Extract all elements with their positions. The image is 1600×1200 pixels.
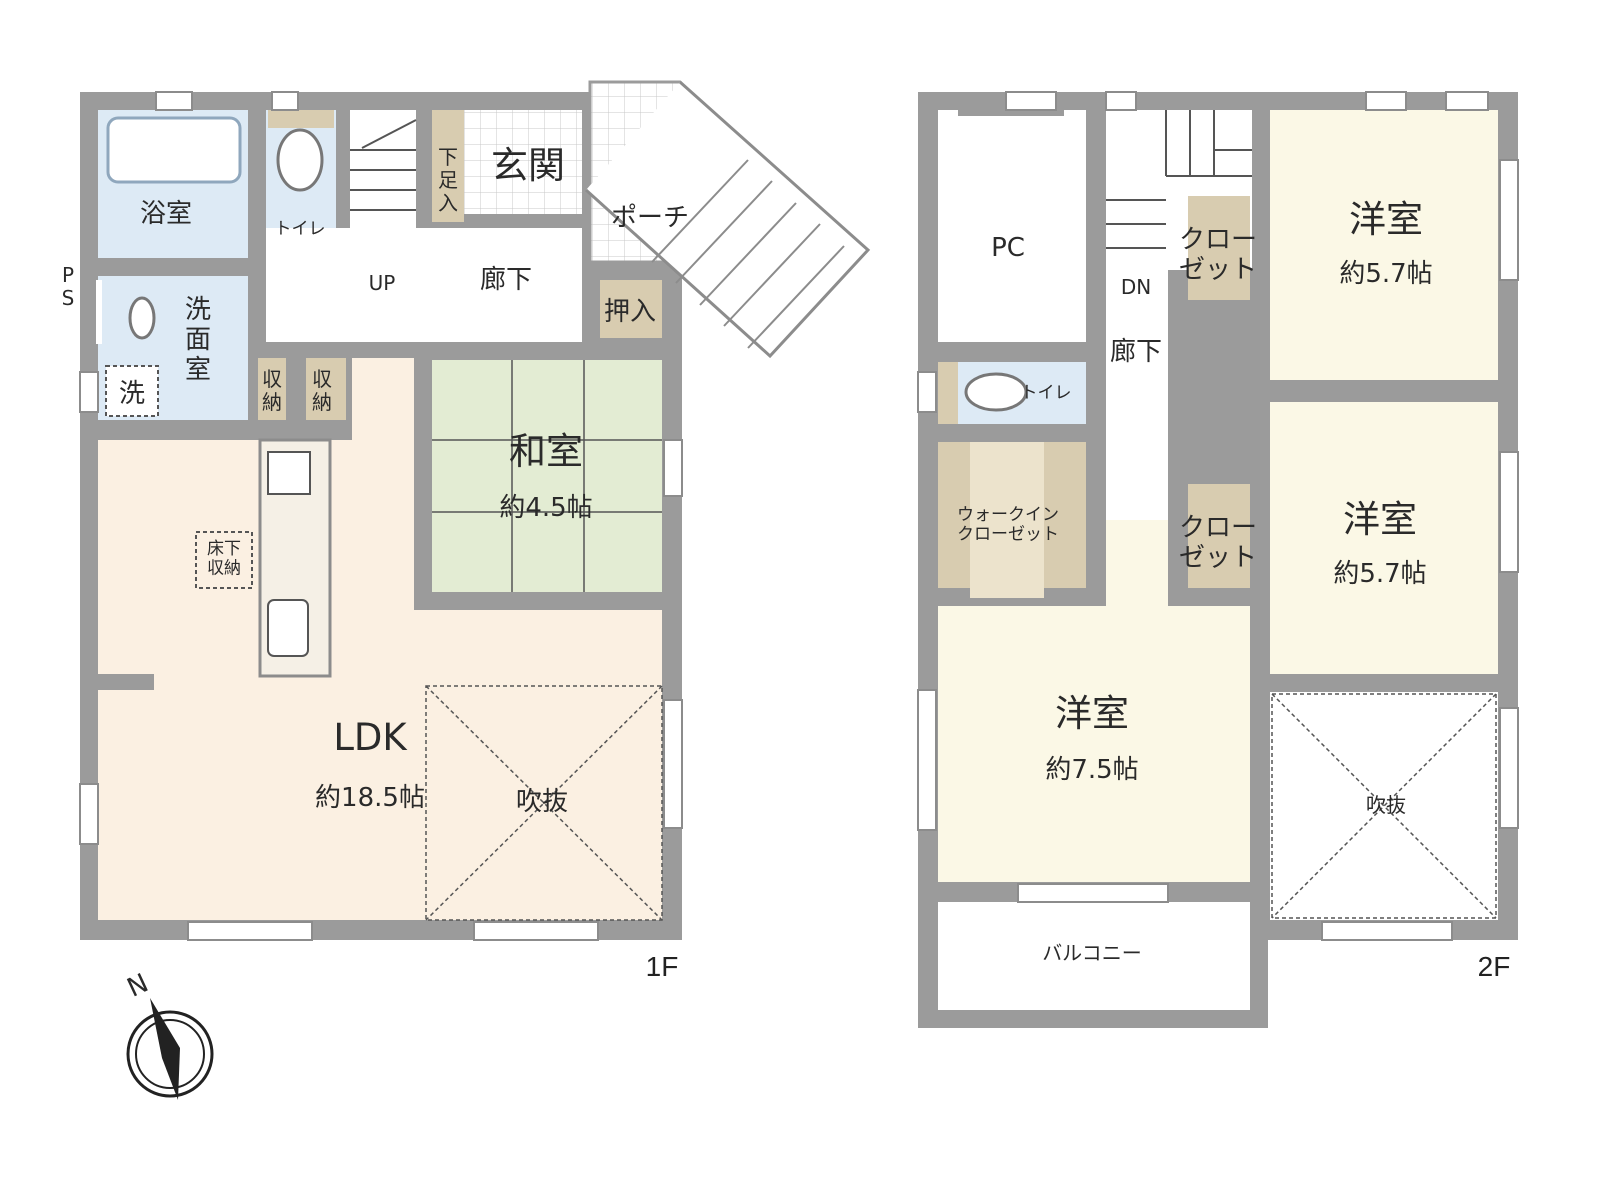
void-1f-cross-a xyxy=(425,685,663,921)
bedroom-a xyxy=(1270,110,1498,380)
ldk-name: LDK xyxy=(333,716,408,759)
shoe-storage-label: 下足入 xyxy=(438,145,458,215)
underfloor-storage xyxy=(195,531,253,589)
void-2f-label: 吹抜 xyxy=(1366,793,1406,817)
toilet-2f-label: トイレ xyxy=(1021,383,1072,403)
porch-steps xyxy=(584,80,871,359)
floor-1-label: 1F xyxy=(646,951,679,982)
walkin-label: ウォークインクローゼット xyxy=(957,505,1059,545)
storage-1-label: 収納 xyxy=(262,367,282,414)
closet-a-label: クローゼット xyxy=(1179,225,1257,285)
ps-shaft xyxy=(96,280,102,344)
porch-label: ポーチ xyxy=(611,203,689,233)
storage-2-label: 収納 xyxy=(312,367,332,414)
kitchen-sink-icon xyxy=(267,599,309,657)
bedroom-a-name: 洋室 xyxy=(1349,198,1423,241)
washitsu-size: 約4.5帖 xyxy=(499,493,592,523)
closet-b xyxy=(1188,484,1250,588)
closet-a xyxy=(1188,196,1250,300)
windows-2f xyxy=(917,91,1519,941)
bathtub xyxy=(106,116,242,184)
toilet-tank-2f xyxy=(938,362,958,424)
bedroom-c-size: 約7.5帖 xyxy=(1045,755,1138,785)
bedroom-b-size: 約5.7帖 xyxy=(1333,559,1426,589)
underfloor-storage-label: 床下収納 xyxy=(207,539,241,579)
laundry-space xyxy=(105,365,159,417)
stair-treads-2f xyxy=(1106,110,1252,249)
washroom-label: 洗面室 xyxy=(185,295,211,385)
void-2f-outline xyxy=(1271,693,1497,919)
oshiire-label: 押入 xyxy=(604,297,656,327)
void-2f-cross-b xyxy=(1271,693,1497,919)
ldk-size: 約18.5帖 xyxy=(315,783,425,813)
void-1f-cross-b xyxy=(425,685,663,921)
storage-2 xyxy=(306,358,346,420)
sink xyxy=(128,296,156,340)
tatami-lines xyxy=(432,360,662,592)
floor-2-plan: PC DN 廊下 トイレ クローゼット クローゼット ウォークインクローゼット … xyxy=(917,91,1519,1028)
washitsu-name: 和室 xyxy=(509,430,583,473)
floor-2-label: 2F xyxy=(1478,951,1511,982)
genkan-label: 玄関 xyxy=(491,144,565,187)
hallway-2f-label: 廊下 xyxy=(1110,337,1162,367)
balcony-label: バルコニー xyxy=(1042,941,1142,965)
pc-desk xyxy=(958,110,1064,116)
bath-label: 浴室 xyxy=(140,199,192,229)
stair-up-label: UP xyxy=(369,271,396,295)
balcony xyxy=(938,902,1250,1010)
toilet-bowl-1f xyxy=(276,128,324,192)
toilet-tank-1f xyxy=(268,110,334,128)
void-1f xyxy=(425,685,663,921)
closet-b-label: クローゼット xyxy=(1179,513,1257,573)
toilet-1f-label: トイレ xyxy=(275,219,326,239)
oshiire xyxy=(600,280,662,338)
stair-down-label: DN xyxy=(1121,275,1151,299)
walkin-closet-aisle xyxy=(970,442,1044,598)
laundry-label: 洗 xyxy=(119,379,145,409)
shoe-storage xyxy=(432,110,464,222)
windows-1f xyxy=(79,91,683,941)
shoe-storage-label-text: 下足入 xyxy=(438,145,458,215)
hallway-1f xyxy=(266,228,582,342)
bedroom-c xyxy=(938,520,1250,882)
compass-north-label: N xyxy=(123,968,153,1003)
washitsu xyxy=(432,360,662,592)
pc-label: PC xyxy=(991,233,1025,263)
hallway-1f-label: 廊下 xyxy=(480,265,532,295)
toilet-bowl-2f xyxy=(964,372,1028,412)
bedroom-b-name: 洋室 xyxy=(1343,498,1417,541)
pc-room xyxy=(938,110,1086,342)
bedroom-c-name: 洋室 xyxy=(1055,692,1129,735)
void-1f-label: 吹抜 xyxy=(516,787,568,817)
ldk-wall-stub xyxy=(98,674,154,690)
compass-needle-icon xyxy=(150,998,180,1100)
bedroom-b xyxy=(1270,402,1498,674)
void-2f-cross-a xyxy=(1271,693,1497,919)
storage-1 xyxy=(258,358,286,420)
bedroom-a-size: 約5.7帖 xyxy=(1339,259,1432,289)
cooktop-icon xyxy=(267,451,311,495)
compass: N xyxy=(123,968,214,1100)
